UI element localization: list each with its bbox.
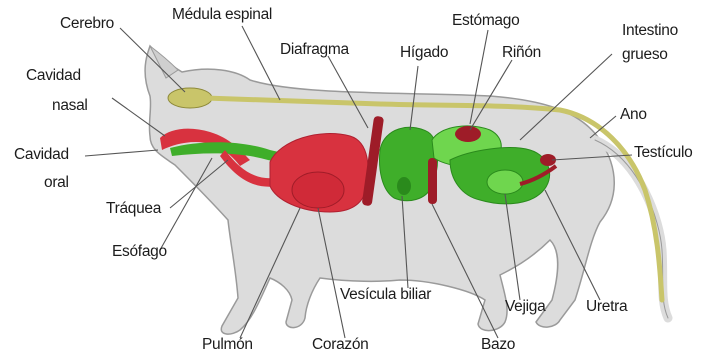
label-traquea: Tráquea: [106, 200, 161, 218]
label-estomago: Estómago: [452, 12, 519, 30]
label-vesicula-biliar: Vesícula biliar: [340, 286, 431, 304]
label-pulmon: Pulmón: [202, 336, 253, 354]
bladder-organ: [487, 170, 523, 194]
label-higado: Hígado: [400, 44, 448, 62]
label-corazon: Corazón: [312, 336, 369, 354]
label-grueso: grueso: [622, 46, 668, 64]
label-diafragma: Diafragma: [280, 41, 349, 59]
label-medula-espinal: Médula espinal: [172, 6, 272, 24]
label-cavidad-oral-1: Cavidad: [14, 146, 69, 164]
label-cavidad-nasal-1: Cavidad: [26, 67, 81, 85]
label-uretra: Uretra: [586, 298, 627, 316]
gallbladder-organ: [397, 177, 411, 195]
label-vejiga: Vejiga: [505, 298, 545, 316]
label-cerebro: Cerebro: [60, 15, 114, 33]
label-ano: Ano: [620, 106, 647, 124]
label-cavidad-oral-2: oral: [44, 174, 69, 192]
label-rinon: Riñón: [502, 44, 541, 62]
label-testiculo: Testículo: [634, 144, 692, 162]
kidney-organ: [455, 126, 481, 142]
label-esofago: Esófago: [112, 243, 167, 261]
spleen-organ: [428, 158, 437, 204]
label-cavidad-nasal-2: nasal: [52, 97, 88, 115]
label-bazo: Bazo: [481, 336, 515, 354]
heart-organ: [292, 172, 344, 208]
label-intestino: Intestino: [622, 22, 678, 40]
